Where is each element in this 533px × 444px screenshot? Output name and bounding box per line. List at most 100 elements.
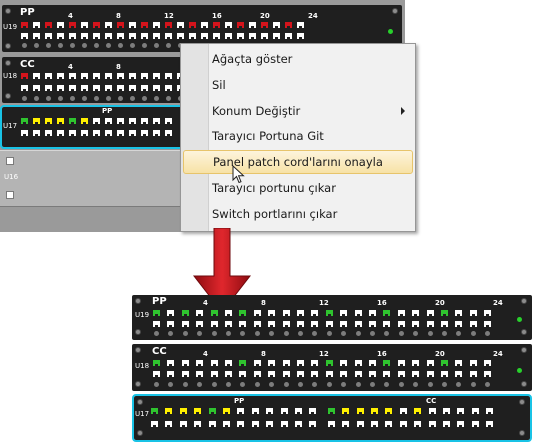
port[interactable] <box>32 32 41 40</box>
port[interactable] <box>140 72 149 80</box>
port[interactable] <box>20 117 29 125</box>
port[interactable] <box>425 370 435 378</box>
port[interactable] <box>150 407 159 415</box>
port[interactable] <box>128 84 137 92</box>
menu-item-confirm-patch-cords[interactable]: Panel patch cord'larını onayla <box>183 150 413 174</box>
port[interactable] <box>166 309 176 317</box>
port[interactable] <box>454 359 464 367</box>
port[interactable] <box>44 117 53 125</box>
port[interactable] <box>150 420 159 428</box>
port[interactable] <box>382 359 392 367</box>
port[interactable] <box>296 309 305 317</box>
port[interactable] <box>116 21 125 29</box>
port[interactable] <box>212 21 221 29</box>
port[interactable] <box>212 32 221 40</box>
port[interactable] <box>368 370 377 378</box>
port[interactable] <box>353 370 363 378</box>
port[interactable] <box>442 407 451 415</box>
port[interactable] <box>32 21 41 29</box>
port[interactable] <box>80 72 89 80</box>
port[interactable] <box>398 407 408 415</box>
port[interactable] <box>468 359 478 367</box>
port[interactable] <box>468 320 478 328</box>
port[interactable] <box>56 72 65 80</box>
port[interactable] <box>454 370 464 378</box>
menu-item-remove-scanner-port[interactable]: Tarayıcı portunu çıkar <box>212 181 336 195</box>
port[interactable] <box>222 407 231 415</box>
port[interactable] <box>324 370 334 378</box>
port[interactable] <box>339 370 349 378</box>
port[interactable] <box>384 407 394 415</box>
port[interactable] <box>454 309 464 317</box>
port[interactable] <box>324 320 334 328</box>
port[interactable] <box>166 320 176 328</box>
port[interactable] <box>284 32 293 40</box>
port[interactable] <box>104 84 113 92</box>
menu-item-delete[interactable]: Sil <box>212 78 226 92</box>
port[interactable] <box>180 320 190 328</box>
port[interactable] <box>178 420 188 428</box>
port[interactable] <box>104 129 113 137</box>
port[interactable] <box>104 117 113 125</box>
port[interactable] <box>128 72 137 80</box>
port[interactable] <box>80 32 89 40</box>
port[interactable] <box>92 84 101 92</box>
port[interactable] <box>411 359 421 367</box>
port[interactable] <box>224 320 233 328</box>
port[interactable] <box>485 420 495 428</box>
port[interactable] <box>44 84 53 92</box>
port[interactable] <box>140 117 149 125</box>
port[interactable] <box>193 420 203 428</box>
port[interactable] <box>68 129 77 137</box>
port[interactable] <box>80 84 89 92</box>
port[interactable] <box>20 129 29 137</box>
port[interactable] <box>470 407 480 415</box>
port[interactable] <box>116 129 125 137</box>
port[interactable] <box>339 320 349 328</box>
port[interactable] <box>382 320 392 328</box>
port[interactable] <box>294 407 303 415</box>
port[interactable] <box>272 21 281 29</box>
port[interactable] <box>252 359 262 367</box>
port[interactable] <box>20 32 29 40</box>
port[interactable] <box>44 72 53 80</box>
port[interactable] <box>92 129 101 137</box>
port[interactable] <box>128 117 137 125</box>
port[interactable] <box>411 309 421 317</box>
port[interactable] <box>180 359 190 367</box>
port[interactable] <box>56 84 65 92</box>
port[interactable] <box>128 32 137 40</box>
port[interactable] <box>456 407 466 415</box>
port[interactable] <box>140 129 149 137</box>
port[interactable] <box>44 32 53 40</box>
port[interactable] <box>238 320 248 328</box>
port[interactable] <box>252 320 262 328</box>
port[interactable] <box>440 359 449 367</box>
port[interactable] <box>236 32 245 40</box>
port[interactable] <box>353 320 363 328</box>
port[interactable] <box>281 320 291 328</box>
port[interactable] <box>92 32 101 40</box>
port[interactable] <box>485 407 495 415</box>
port[interactable] <box>411 370 421 378</box>
port[interactable] <box>260 32 269 40</box>
port[interactable] <box>207 407 217 415</box>
port[interactable] <box>193 407 203 415</box>
port[interactable] <box>224 32 233 40</box>
port[interactable] <box>252 370 262 378</box>
port[interactable] <box>396 309 406 317</box>
port[interactable] <box>224 309 233 317</box>
port[interactable] <box>32 84 41 92</box>
port[interactable] <box>281 370 291 378</box>
port[interactable] <box>180 309 190 317</box>
port[interactable] <box>20 84 29 92</box>
port[interactable] <box>152 21 161 29</box>
port[interactable] <box>267 359 277 367</box>
port[interactable] <box>236 407 246 415</box>
port[interactable] <box>152 84 161 92</box>
port[interactable] <box>265 420 275 428</box>
port[interactable] <box>195 320 205 328</box>
port[interactable] <box>116 84 125 92</box>
